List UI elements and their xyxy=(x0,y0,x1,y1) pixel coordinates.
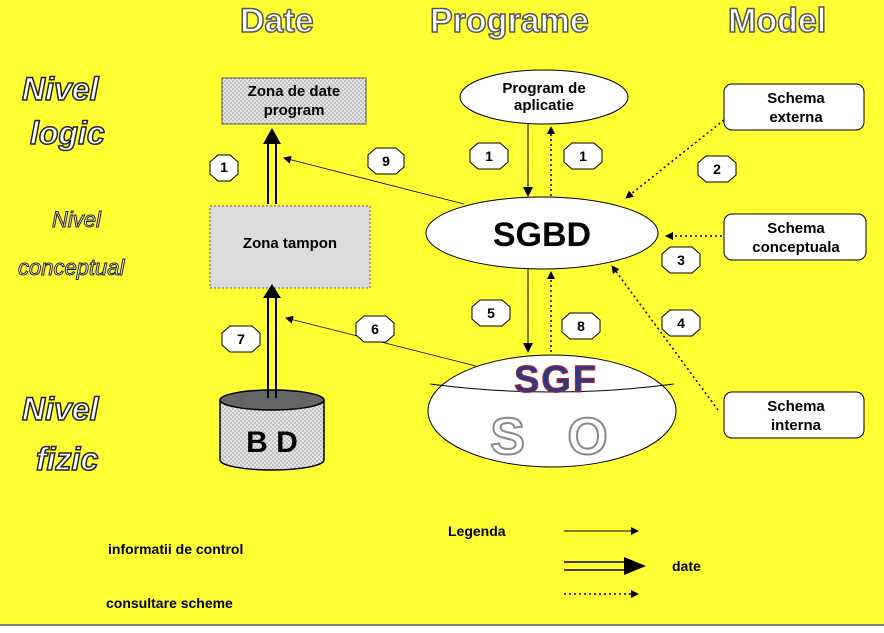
schema-conceptuala-label-1: Schema xyxy=(767,220,825,237)
zona-date-label-2: program xyxy=(264,102,325,119)
sgbd-label: SGBD xyxy=(493,216,591,254)
schema-externa-box: Schema externa xyxy=(723,83,865,131)
tag-1-right: 1 xyxy=(563,142,603,170)
legend-control-label: informatii de control xyxy=(108,541,243,557)
zona-tampon-label: Zona tampon xyxy=(243,235,337,252)
tag-7: 7 xyxy=(221,325,261,353)
tag-5: 5 xyxy=(471,299,511,327)
level-conceptual-label-1: Nivel xyxy=(52,207,102,232)
legend-data-arrow-head xyxy=(624,557,646,575)
program-label-1: Program de xyxy=(502,80,585,97)
legend: Legenda informatii de control date consu… xyxy=(106,523,701,611)
program-aplicatie-ellipse: Program de aplicatie xyxy=(459,69,629,125)
schema-externa-label-1: Schema xyxy=(767,90,825,107)
program-label-2: aplicatie xyxy=(514,97,574,114)
svg-text:7: 7 xyxy=(237,331,245,347)
legend-title: Legenda xyxy=(448,523,506,539)
data-arrow-bd-to-tampon xyxy=(263,284,281,398)
so-label: S O xyxy=(490,408,622,466)
tag-2: 2 xyxy=(697,155,737,183)
svg-text:4: 4 xyxy=(677,315,685,331)
tag-1-center: 1 xyxy=(469,142,509,170)
legend-consultare-label: consultare scheme xyxy=(106,595,233,611)
zona-tampon-box: Zona tampon xyxy=(209,205,371,289)
data-arrow-tampon-to-zona xyxy=(263,128,281,204)
header-programe: Programe xyxy=(430,2,589,40)
tag-8: 8 xyxy=(561,312,601,340)
svg-text:1: 1 xyxy=(485,148,493,164)
svg-text:5: 5 xyxy=(487,305,495,321)
bd-database-cylinder: B D xyxy=(219,389,325,471)
svg-text:8: 8 xyxy=(577,318,585,334)
header-model: Model xyxy=(728,2,826,40)
schema-externa-label-2: externa xyxy=(769,109,823,126)
level-fizic-label-2: fizic xyxy=(36,441,98,477)
tag-4: 4 xyxy=(661,309,701,337)
schema-conceptuala-label-2: conceptuala xyxy=(752,239,840,256)
zona-date-label-1: Zona de date xyxy=(248,83,341,100)
level-conceptual-label-2: conceptual xyxy=(18,255,126,280)
arrow-externa-to-sgbd xyxy=(625,119,725,199)
sgbd-ellipse: SGBD xyxy=(425,196,659,270)
header-date: Date xyxy=(240,2,314,40)
svg-text:1: 1 xyxy=(579,148,587,164)
sgf-so-ellipse: SGF S O xyxy=(427,354,677,468)
svg-text:3: 3 xyxy=(677,252,685,268)
arrow-sgbd-to-zona-date xyxy=(283,155,465,205)
schema-interna-label-2: interna xyxy=(771,417,822,434)
bottom-strip xyxy=(0,624,884,633)
tag-9: 9 xyxy=(367,147,405,175)
svg-text:6: 6 xyxy=(371,321,379,337)
legend-date-label: date xyxy=(672,558,701,574)
schema-interna-box: Schema interna xyxy=(723,391,865,439)
svg-text:1: 1 xyxy=(220,159,228,175)
level-logic-label-1: Nivel xyxy=(22,71,100,107)
tag-1-left: 1 xyxy=(209,154,239,182)
level-logic-label-2: logic xyxy=(30,115,105,151)
zona-date-program-box: Zona de date program xyxy=(221,77,367,125)
tag-6: 6 xyxy=(355,315,395,343)
svg-text:9: 9 xyxy=(382,153,390,169)
tag-3: 3 xyxy=(661,246,701,274)
schema-interna-label-1: Schema xyxy=(767,398,825,415)
sgf-label: SGF xyxy=(514,359,598,401)
level-fizic-label-1: Nivel xyxy=(22,391,100,427)
schema-conceptuala-box: Schema conceptuala xyxy=(723,213,867,261)
svg-text:2: 2 xyxy=(713,161,721,177)
bd-label: B D xyxy=(246,426,298,459)
